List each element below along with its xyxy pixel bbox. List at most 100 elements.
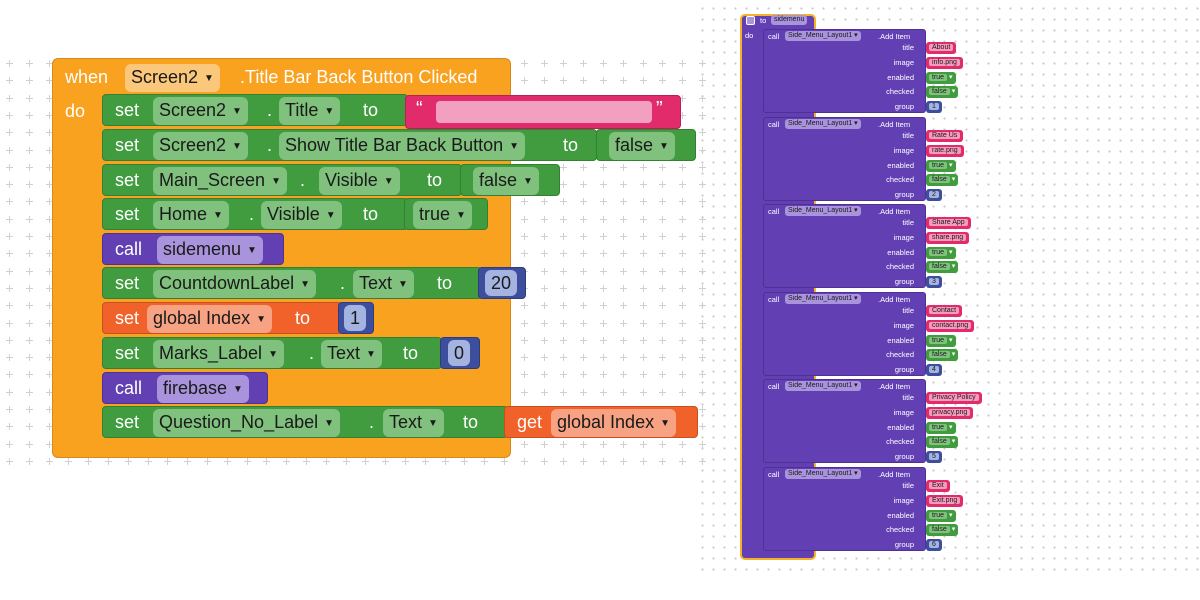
param-value-enabled[interactable]: true xyxy=(929,161,948,169)
param-value-title[interactable]: About xyxy=(929,44,954,51)
param-value-image[interactable]: privacy.png xyxy=(929,409,971,416)
param-value-group[interactable]: 3 xyxy=(929,278,939,285)
param-value-block-title[interactable]: About xyxy=(926,42,957,54)
param-value-block-checked[interactable]: false ▾ xyxy=(926,523,959,536)
boolean-dropdown[interactable]: false▼ xyxy=(473,167,539,195)
boolean-dropdown[interactable]: false▼ xyxy=(609,132,675,160)
param-value-image[interactable]: info.png xyxy=(929,59,960,66)
param-value-checked[interactable]: false xyxy=(929,350,950,358)
param-value-group[interactable]: 1 xyxy=(929,103,939,110)
param-value-block-group[interactable]: 3 xyxy=(926,276,942,288)
param-value-block-title[interactable]: Share App xyxy=(926,217,971,229)
param-value-block-enabled[interactable]: true ▾ xyxy=(926,509,956,522)
procedure-dropdown[interactable]: sidemenu▼ xyxy=(157,236,263,264)
set-countdown-label-text-block[interactable]: set CountdownLabel▼ . Text▼ to xyxy=(102,267,482,299)
set-home-visible-block[interactable]: set Home▼ . Visible▼ to xyxy=(102,198,408,230)
param-value-block-image[interactable]: rate.png xyxy=(926,144,964,157)
number-value[interactable]: 0 xyxy=(448,340,471,366)
param-value-group[interactable]: 6 xyxy=(929,540,939,548)
param-value-enabled[interactable]: true xyxy=(929,511,948,519)
number-block[interactable]: 1 xyxy=(338,302,374,334)
call-firebase-block[interactable]: call firebase▼ xyxy=(102,372,268,404)
property-dropdown[interactable]: Visible▼ xyxy=(261,201,342,229)
component-dropdown[interactable]: Side_Menu_Layout1 ▾ xyxy=(785,468,861,479)
number-value[interactable]: 1 xyxy=(344,305,367,331)
param-value-block-title[interactable]: Exit xyxy=(926,479,950,492)
set-question-no-label-text-block[interactable]: set Question_No_Label▼ . Text▼ to xyxy=(102,406,508,438)
param-value-block-group[interactable]: 5 xyxy=(926,451,942,463)
component-dropdown[interactable]: Main_Screen▼ xyxy=(153,167,287,195)
param-value-block-title[interactable]: Privacy Policy xyxy=(926,392,982,404)
param-value-checked[interactable]: false xyxy=(929,175,950,183)
redacted-title-text[interactable] xyxy=(436,101,652,123)
param-value-image[interactable]: rate.png xyxy=(929,146,961,154)
param-value-block-group[interactable]: 4 xyxy=(926,363,942,376)
component-dropdown[interactable]: Screen2▼ xyxy=(153,97,248,125)
param-value-block-group[interactable]: 1 xyxy=(926,101,942,113)
call-sidemenu-block[interactable]: call sidemenu▼ xyxy=(102,233,284,265)
param-value-block-checked[interactable]: false ▾ xyxy=(926,173,959,186)
param-value-image[interactable]: contact.png xyxy=(929,321,972,329)
set-screen2-title-block[interactable]: set Screen2▼ . Title▼ to xyxy=(102,94,408,126)
param-value-title[interactable]: Rate Us xyxy=(929,131,961,139)
component-dropdown[interactable]: Marks_Label▼ xyxy=(153,340,284,368)
component-dropdown[interactable]: Side_Menu_Layout1 ▾ xyxy=(785,31,861,41)
gear-icon[interactable] xyxy=(746,16,755,25)
param-value-image[interactable]: Exit.png xyxy=(929,496,961,504)
param-value-block-checked[interactable]: false ▾ xyxy=(926,348,959,361)
param-value-block-title[interactable]: Contact xyxy=(926,304,963,317)
param-value-group[interactable]: 2 xyxy=(929,190,939,198)
property-dropdown[interactable]: Visible▼ xyxy=(319,167,400,195)
property-dropdown[interactable]: Text▼ xyxy=(321,340,382,368)
param-value-checked[interactable]: false xyxy=(929,438,950,445)
property-dropdown[interactable]: Show Title Bar Back Button▼ xyxy=(279,132,526,160)
param-value-checked[interactable]: false xyxy=(929,88,950,95)
param-value-block-image[interactable]: info.png xyxy=(926,57,963,69)
event-component-dropdown[interactable]: Screen2▼ xyxy=(125,64,220,92)
number-block[interactable]: 20 xyxy=(478,267,526,299)
component-dropdown[interactable]: Side_Menu_Layout1 ▾ xyxy=(785,206,861,216)
set-screen2-show-back-button-block[interactable]: set Screen2▼ . Show Title Bar Back Butto… xyxy=(102,129,597,161)
number-value[interactable]: 20 xyxy=(485,270,518,296)
param-value-block-checked[interactable]: false ▾ xyxy=(926,261,959,273)
component-dropdown[interactable]: Home▼ xyxy=(153,201,229,229)
param-value-block-image[interactable]: share.png xyxy=(926,232,970,244)
procedure-name-field[interactable]: sidemenu xyxy=(771,15,808,25)
set-marks-label-text-block[interactable]: set Marks_Label▼ . Text▼ to xyxy=(102,337,442,369)
set-global-index-block[interactable]: set global Index▼ to xyxy=(102,302,342,334)
component-dropdown[interactable]: Side_Menu_Layout1 ▾ xyxy=(785,293,861,304)
param-value-checked[interactable]: false xyxy=(929,525,950,533)
param-value-title[interactable]: Contact xyxy=(929,306,960,314)
component-dropdown[interactable]: Side_Menu_Layout1 ▾ xyxy=(785,118,861,129)
text-string-block[interactable]: “ ” xyxy=(405,95,681,129)
param-value-title[interactable]: Exit xyxy=(929,481,947,489)
param-value-block-enabled[interactable]: true ▾ xyxy=(926,247,956,259)
boolean-block[interactable]: false▼ xyxy=(460,164,560,196)
component-dropdown[interactable]: Side_Menu_Layout1 ▾ xyxy=(785,381,861,391)
variable-dropdown[interactable]: global Index▼ xyxy=(551,409,676,437)
param-value-checked[interactable]: false xyxy=(929,263,950,270)
param-value-group[interactable]: 4 xyxy=(929,365,939,373)
param-value-enabled[interactable]: true xyxy=(929,249,948,256)
param-value-block-image[interactable]: Exit.png xyxy=(926,494,964,507)
param-value-block-checked[interactable]: false ▾ xyxy=(926,436,959,448)
param-value-block-image[interactable]: contact.png xyxy=(926,319,975,332)
param-value-block-enabled[interactable]: true ▾ xyxy=(926,422,956,434)
get-global-index-block[interactable]: get global Index▼ xyxy=(504,406,698,438)
param-value-enabled[interactable]: true xyxy=(929,424,948,431)
param-value-block-title[interactable]: Rate Us xyxy=(926,129,964,142)
boolean-block[interactable]: true▼ xyxy=(404,198,488,230)
variable-dropdown[interactable]: global Index▼ xyxy=(147,305,272,333)
procedure-dropdown[interactable]: firebase▼ xyxy=(157,375,249,403)
param-value-enabled[interactable]: true xyxy=(929,336,948,344)
param-value-block-group[interactable]: 6 xyxy=(926,538,942,551)
param-value-block-enabled[interactable]: true ▾ xyxy=(926,72,956,84)
param-value-block-image[interactable]: privacy.png xyxy=(926,407,974,419)
param-value-block-group[interactable]: 2 xyxy=(926,188,942,201)
boolean-block[interactable]: false▼ xyxy=(596,129,696,161)
